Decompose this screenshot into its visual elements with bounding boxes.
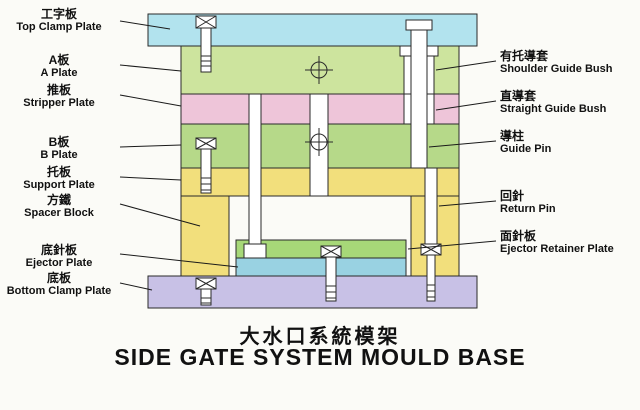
label-ejector-plate: 底針板 Ejector Plate xyxy=(0,244,118,270)
label-ejector-retainer-plate: 面針板 Ejector Retainer Plate xyxy=(500,230,640,256)
label-spacer-block-zh: 方鐵 xyxy=(46,193,71,207)
label-a-plate-en: A Plate xyxy=(40,67,78,79)
screw-bottom-right-icon xyxy=(420,243,442,302)
label-return-pin-en: Return Pin xyxy=(500,203,556,215)
label-straight-guide-bush: 直導套 Straight Guide Bush xyxy=(500,90,640,116)
label-guide-pin: 導柱 Guide Pin xyxy=(500,130,640,156)
label-return-pin-zh: 回針 xyxy=(500,189,525,203)
label-ejector-retainer-plate-zh: 面針板 xyxy=(500,229,537,243)
label-return-pin: 回針 Return Pin xyxy=(500,190,640,216)
label-spacer-block-en: Spacer Block xyxy=(24,207,94,219)
guide-pin-shape xyxy=(405,19,433,169)
label-support-plate: 托板 Support Plate xyxy=(0,166,118,192)
screw-top-left-icon xyxy=(195,15,217,73)
label-stripper-plate-en: Stripper Plate xyxy=(23,97,95,109)
label-guide-pin-zh: 導柱 xyxy=(500,129,525,143)
label-ejector-plate-en: Ejector Plate xyxy=(25,257,93,269)
screw-bottom-middle-icon xyxy=(320,245,342,302)
label-ejector-retainer-plate-en: Ejector Retainer Plate xyxy=(500,243,614,255)
leader-lines xyxy=(119,20,497,291)
label-top-clamp-plate-zh: 工字板 xyxy=(40,7,77,21)
ejector-plate-shape xyxy=(235,257,407,277)
label-shoulder-guide-bush-zh: 有托導套 xyxy=(500,49,549,63)
screw-left-middle-icon xyxy=(195,137,217,194)
label-b-plate: B板 B Plate xyxy=(0,136,118,162)
label-bottom-clamp-plate-en: Bottom Clamp Plate xyxy=(6,285,112,297)
diagram-title-chinese: 大水口系統模架 xyxy=(239,326,401,348)
label-bottom-clamp-plate: 底板 Bottom Clamp Plate xyxy=(0,272,118,298)
label-b-plate-zh: B板 xyxy=(48,135,70,149)
label-straight-guide-bush-zh: 直導套 xyxy=(500,89,537,103)
label-support-plate-zh: 托板 xyxy=(46,165,71,179)
spacer-block-left-shape xyxy=(180,195,230,277)
label-top-clamp-plate: 工字板 Top Clamp Plate xyxy=(0,8,118,34)
label-a-plate: A板 A Plate xyxy=(0,54,118,80)
return-pin-right-shape xyxy=(424,167,438,245)
label-b-plate-en: B Plate xyxy=(40,149,78,161)
centerline-mark-upper-icon xyxy=(305,56,333,84)
diagram-title-english: SIDE GATE SYSTEM MOULD BASE xyxy=(114,344,526,370)
label-ejector-plate-zh: 底針板 xyxy=(40,243,77,257)
screw-bottom-left-icon xyxy=(195,277,217,306)
label-guide-pin-en: Guide Pin xyxy=(500,143,552,155)
label-spacer-block: 方鐵 Spacer Block xyxy=(0,194,118,220)
label-straight-guide-bush-en: Straight Guide Bush xyxy=(500,103,607,115)
label-stripper-plate: 推板 Stripper Plate xyxy=(0,84,118,110)
label-bottom-clamp-plate-zh: 底板 xyxy=(46,271,71,285)
label-shoulder-guide-bush: 有托導套 Shoulder Guide Bush xyxy=(500,50,640,76)
label-support-plate-en: Support Plate xyxy=(23,179,95,191)
return-pin-left-shape xyxy=(243,93,267,259)
label-stripper-plate-zh: 推板 xyxy=(46,83,71,97)
label-shoulder-guide-bush-en: Shoulder Guide Bush xyxy=(500,63,613,75)
centerline-mark-lower-icon xyxy=(305,128,333,156)
label-top-clamp-plate-en: Top Clamp Plate xyxy=(16,21,102,33)
label-a-plate-zh: A板 xyxy=(48,53,70,67)
